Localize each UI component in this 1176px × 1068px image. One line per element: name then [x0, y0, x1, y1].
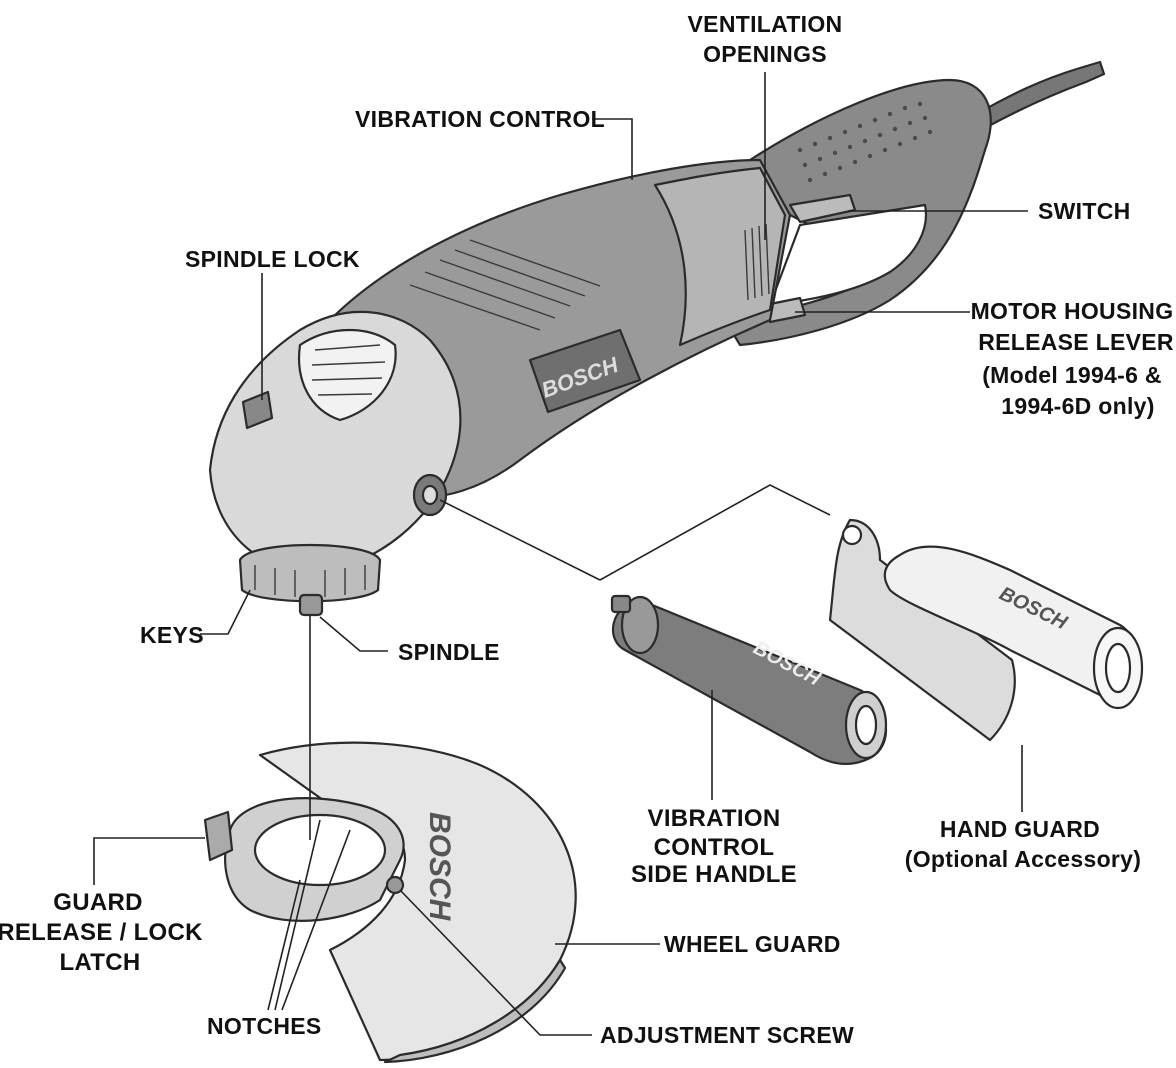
label-motor-housing-line-1: MOTOR HOUSING — [971, 298, 1174, 324]
side-handle-illustration: BOSCH — [610, 594, 888, 765]
label-switch: SWITCH — [1038, 198, 1131, 224]
label-side-handle-line-2: CONTROL — [654, 834, 775, 861]
wheel-guard-illustration: BOSCH — [203, 741, 577, 1064]
leader-notches-3 — [281, 829, 351, 1011]
adjustment-screw — [385, 875, 405, 895]
label-vibration-control: VIBRATION CONTROL — [355, 106, 605, 132]
label-guard-latch-line-3: LATCH — [59, 949, 140, 976]
label-side-handle-line-1: VIBRATION — [648, 805, 781, 832]
label-motor-housing-line-3: (Model 1994-6 & — [982, 362, 1162, 388]
label-wheel-guard: WHEEL GUARD — [664, 931, 841, 957]
wheel-guard-collar-opening — [253, 813, 387, 887]
hand-guard-mount-hole — [841, 524, 863, 546]
side-handle-collar — [620, 595, 660, 655]
spindle-keys-ring — [238, 543, 382, 603]
label-guard-latch-line-2: RELEASE / LOCK — [0, 919, 203, 946]
side-handle-thread — [610, 594, 632, 614]
guide-hand-guard — [599, 484, 831, 581]
spindle-lock-button — [241, 390, 274, 430]
leader-notches-2 — [274, 819, 321, 1011]
label-spindle: SPINDLE — [398, 639, 500, 665]
label-motor-housing-line-4: 1994-6D only) — [1001, 393, 1154, 419]
handle-grip-texture — [797, 101, 933, 183]
label-motor-housing-line-2: RELEASE LEVER — [978, 329, 1174, 355]
label-side-handle-line-3: SIDE HANDLE — [631, 861, 797, 888]
leader-keys — [200, 589, 251, 635]
switch — [788, 193, 857, 224]
label-hand-guard-line-1: HAND GUARD — [940, 816, 1100, 842]
wheel-guard-rim — [383, 958, 567, 1064]
leader-notches-1 — [267, 879, 301, 1011]
label-hand-guard-line-2: (Optional Accessory) — [905, 846, 1141, 872]
label-spindle-lock: SPINDLE LOCK — [185, 246, 360, 272]
leader-spindle — [319, 616, 388, 652]
head-vent-window — [298, 329, 397, 422]
key-teeth — [254, 565, 366, 597]
ventilation-slots — [744, 223, 770, 301]
housing-logo-plate — [528, 328, 642, 414]
side-handle-end-opening — [854, 704, 878, 746]
leader-lines — [93, 72, 1028, 1036]
leader-vibration-control — [592, 118, 633, 180]
mount-hole — [421, 484, 439, 506]
label-ventilation-line-2: OPENINGS — [703, 41, 827, 67]
power-cord — [973, 60, 1106, 130]
guard-release-lock-latch — [203, 810, 234, 862]
label-adjustment-screw: ADJUSTMENT SCREW — [600, 1022, 854, 1048]
leader-guard-latch — [93, 837, 205, 885]
label-keys: KEYS — [140, 622, 204, 648]
spindle — [298, 593, 324, 617]
hand-guard-plate — [828, 518, 1016, 742]
head-vent-bars — [311, 344, 386, 396]
hand-guard-illustration: BOSCH — [828, 518, 1144, 742]
leader-adjustment-screw — [399, 889, 592, 1036]
label-ventilation-line-1: VENTILATION — [688, 11, 843, 37]
guide-side-handle — [439, 499, 601, 581]
labels: VENTILATION OPENINGS VIBRATION CONTROL S… — [0, 11, 1174, 1048]
wheel-guard-brand-logo: BOSCH — [423, 812, 456, 922]
vibration-control-ring — [653, 166, 787, 347]
hand-guard-grip-opening — [1104, 642, 1132, 694]
housing-ribs — [409, 239, 601, 331]
grinder-illustration: BOSCH — [208, 60, 1106, 617]
label-guard-latch-line-1: GUARD — [53, 889, 143, 916]
label-notches: NOTCHES — [207, 1013, 322, 1039]
